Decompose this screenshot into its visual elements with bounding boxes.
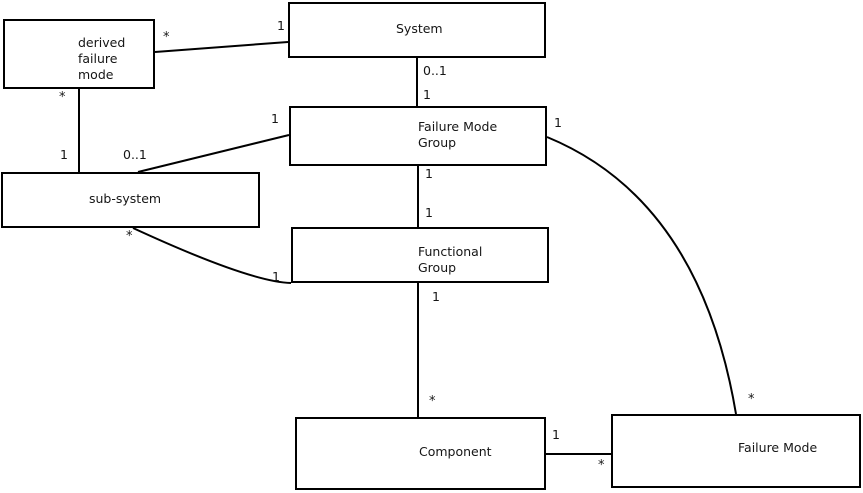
- multiplicity-mult-system-to-dfm-one: 1: [277, 18, 285, 33]
- edge-sub-system--functional-group: [132, 227, 292, 284]
- multiplicity-mult-fg-to-component-one: 1: [432, 289, 440, 304]
- multiplicity-mult-fmg-to-system-one: 1: [423, 87, 431, 102]
- multiplicity-mult-dfm-to-system-star: *: [163, 30, 170, 45]
- node-failure-mode-group[interactable]: [289, 106, 547, 166]
- node-label-sub-system: sub-system: [89, 191, 162, 206]
- multiplicity-mult-fmg-to-subsystem-one: 1: [271, 111, 279, 126]
- node-component[interactable]: [295, 417, 546, 490]
- edge-derived-failure-mode--system: [154, 41, 289, 53]
- node-label-functional-group: Functional Group: [418, 244, 483, 275]
- node-label-failure-mode-group: Failure Mode Group: [418, 119, 498, 150]
- multiplicity-mult-component-to-fg-star: *: [429, 394, 436, 409]
- node-label-derived-failure-mode: derived failure mode: [78, 35, 126, 82]
- node-label-failure-mode: Failure Mode: [738, 440, 818, 455]
- node-functional-group[interactable]: [291, 227, 549, 283]
- node-sub-system[interactable]: [1, 172, 260, 228]
- multiplicity-mult-fg-to-subsystem-one: 1: [272, 269, 280, 284]
- multiplicity-mult-subsystem-to-dfm-one: 1: [60, 147, 68, 162]
- multiplicity-mult-subsystem-to-fg-star: *: [126, 229, 133, 244]
- multiplicity-mult-component-to-fm-one: 1: [552, 427, 560, 442]
- multiplicity-mult-fg-to-fmg-one: 1: [425, 205, 433, 220]
- multiplicity-mult-fmg-to-fm-one: 1: [554, 115, 562, 130]
- node-derived-failure-mode[interactable]: [3, 19, 155, 89]
- node-failure-mode[interactable]: [611, 414, 861, 488]
- multiplicity-mult-fm-to-fmg-star: *: [748, 392, 755, 407]
- node-label-component: Component: [419, 444, 492, 459]
- multiplicity-mult-dfm-to-subsystem-star: *: [59, 90, 66, 105]
- node-label-system: System: [396, 21, 443, 36]
- edge-failure-mode-group--failure-mode: [546, 136, 737, 415]
- multiplicity-mult-system-to-fmg-zero-one: 0..1: [423, 63, 447, 78]
- edge-sub-system--failure-mode-group: [137, 134, 290, 173]
- multiplicity-mult-fmg-to-fg-one: 1: [425, 166, 433, 181]
- node-system[interactable]: [288, 2, 546, 58]
- multiplicity-mult-subsystem-to-fmg-zero-one: 0..1: [123, 147, 147, 162]
- multiplicity-mult-fm-to-component-star: *: [598, 458, 605, 473]
